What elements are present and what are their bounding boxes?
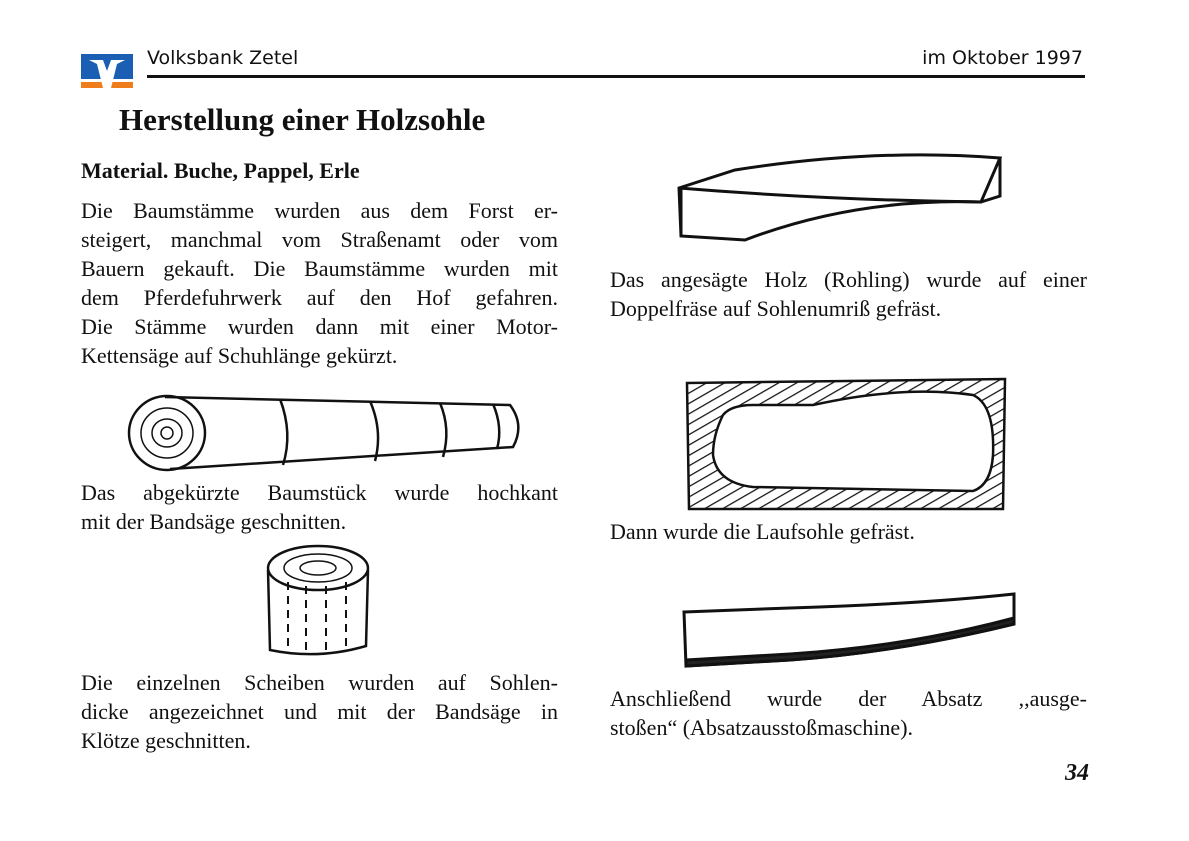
text-line: Bauern gekauft. Die Baumstämme wurden mi… — [81, 256, 558, 281]
heel-sole-illustration — [682, 592, 1016, 668]
text-line: stoßen“ (Absatzausstoßmaschine). — [610, 715, 914, 740]
paragraph-right-2: Dann wurde die Laufsohle gefräst. — [610, 517, 1087, 546]
text-line: dicke angezeichnet und mit der Bandsäge … — [81, 699, 558, 724]
milled-sole-illustration — [685, 377, 1007, 511]
text-line: Kettensäge auf Schuhlänge gekürzt. — [81, 343, 398, 368]
paragraph-left-1: Die Baumstämme wurden aus dem Forst er- … — [81, 196, 558, 370]
paragraph-left-3: Die einzelnen Scheiben wurden auf Sohlen… — [81, 668, 558, 755]
text-line: Die Stämme wurden dann mit einer Motor- — [81, 314, 558, 339]
material-heading: Material. Buche, Pappel, Erle — [81, 158, 360, 183]
header-date: im Oktober 1997 — [922, 47, 1083, 69]
text-line: Dann wurde die Laufsohle gefräst. — [610, 519, 915, 544]
text-line: Das angesägte Holz (Rohling) wurde auf e… — [610, 267, 1087, 292]
text-line: mit der Bandsäge geschnitten. — [81, 509, 347, 534]
paragraph-right-3: Anschließend wurde der Absatz ,,ausge- s… — [610, 684, 1087, 742]
blank-illustration — [677, 153, 1003, 242]
text-line: Doppelfräse auf Sohlenumriß gefräst. — [610, 296, 942, 321]
text-line: steigert, manchmal vom Straßenamt oder v… — [81, 227, 558, 252]
text-line: Klötze geschnitten. — [81, 728, 251, 753]
wood-disc-illustration — [266, 544, 370, 656]
text-line: Die Baumstämme wurden aus dem Forst er- — [81, 198, 558, 223]
text-line: Anschließend wurde der Absatz ,,ausge- — [610, 686, 1087, 711]
text-line: Die einzelnen Scheiben wurden auf Sohlen… — [81, 670, 558, 695]
paragraph-right-1: Das angesägte Holz (Rohling) wurde auf e… — [610, 265, 1087, 323]
log-illustration — [127, 394, 520, 472]
paragraph-left-2: Das abgekürzte Baumstück wurde hochkant … — [81, 478, 558, 536]
page-title: Herstellung einer Holzsohle — [119, 102, 486, 137]
text-line: Das abgekürzte Baumstück wurde hochkant — [81, 480, 558, 505]
text-line: dem Pferdefuhrwerk auf den Hof gefahren. — [81, 285, 558, 310]
page-number: 34 — [1065, 760, 1089, 786]
header-rule — [147, 75, 1085, 78]
volksbank-logo — [81, 54, 133, 88]
header-bank-name: Volksbank Zetel — [147, 47, 299, 69]
